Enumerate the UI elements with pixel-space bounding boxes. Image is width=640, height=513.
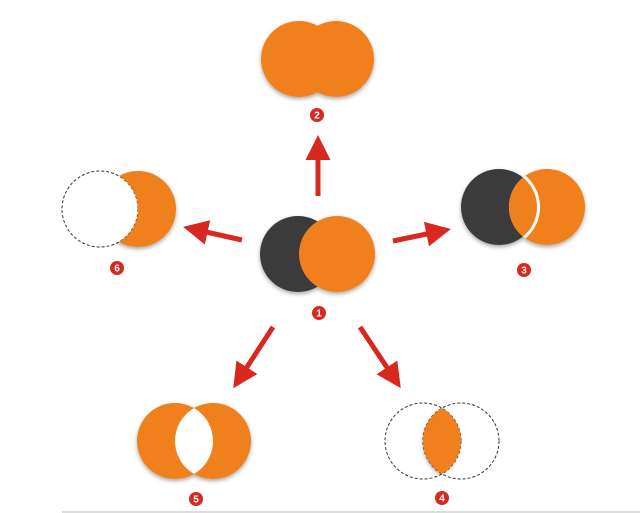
arrows xyxy=(183,135,451,389)
svg-text:6: 6 xyxy=(114,264,120,275)
orange-overlap-piece xyxy=(509,169,537,245)
dashed-outline-right xyxy=(422,402,500,480)
operation-5-exclude-shape xyxy=(137,403,251,479)
operation-1-source-shapes xyxy=(260,216,375,292)
operation-2-union-shape xyxy=(261,21,374,97)
badge-2: 2 xyxy=(310,108,324,122)
svg-text:5: 5 xyxy=(193,495,199,506)
arrow-to-6 xyxy=(183,220,243,245)
badge-1: 1 xyxy=(312,306,326,320)
badge-3: 3 xyxy=(517,263,531,277)
svg-text:3: 3 xyxy=(521,266,527,277)
arrow-to-3 xyxy=(392,221,451,247)
hollow-overlap xyxy=(175,403,213,479)
operation-6-subtract-shape xyxy=(61,170,176,248)
svg-text:4: 4 xyxy=(439,494,445,505)
orange-circle xyxy=(299,216,375,292)
orange-lens xyxy=(423,403,461,479)
operation-4-intersect-shape xyxy=(384,402,500,480)
orange-crescent xyxy=(100,171,176,247)
badge-5: 5 xyxy=(189,492,203,506)
badge-6: 6 xyxy=(110,261,124,275)
arrow-to-4 xyxy=(357,325,401,389)
svg-text:1: 1 xyxy=(316,309,322,320)
arrow-to-5 xyxy=(233,325,276,389)
operation-3-divide-shapes xyxy=(461,169,585,245)
svg-text:2: 2 xyxy=(314,111,320,122)
badge-4: 4 xyxy=(435,491,449,505)
